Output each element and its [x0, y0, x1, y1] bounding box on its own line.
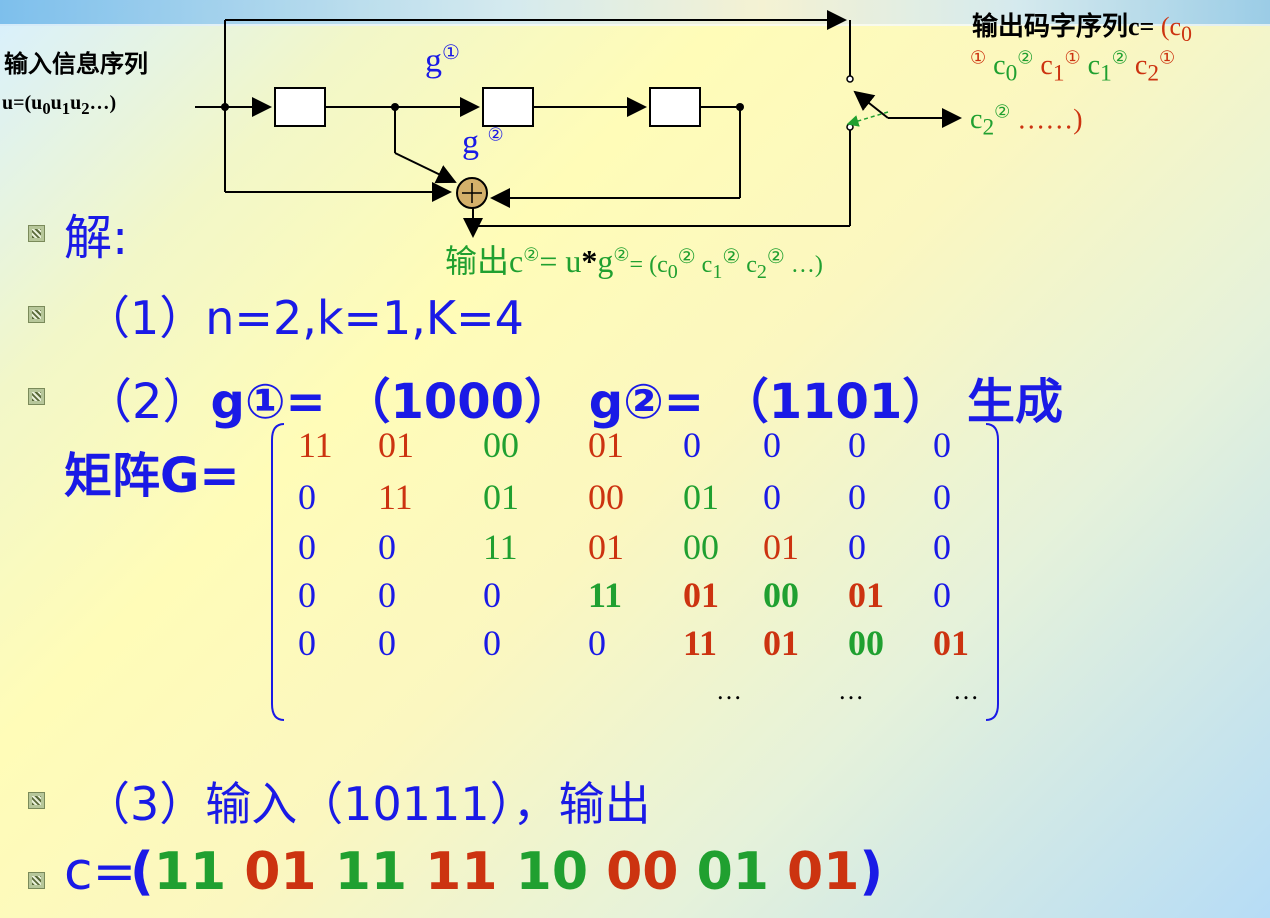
matrix-g-label: 矩阵G=: [64, 448, 240, 504]
matrix-cell: 01: [683, 575, 719, 615]
matrix-cell: 00: [763, 575, 799, 615]
matrix-cell: 0: [588, 623, 606, 663]
codeword-pair: 11: [425, 842, 516, 902]
shift-register-3: [649, 87, 701, 127]
matrix-cell: 0: [763, 477, 781, 517]
part-2-text: （2）g①= （1000） g②= （1101） 生成: [84, 362, 1063, 432]
matrix-cell: 11: [298, 425, 333, 465]
matrix-cell: 01: [933, 623, 969, 663]
solution-label: 解:: [64, 210, 129, 266]
bullet-icon: [28, 225, 45, 242]
matrix-cell: 0: [763, 425, 781, 465]
matrix-cell: 0: [683, 425, 701, 465]
codeword-pair: 01: [787, 842, 860, 902]
matrix-cell: 0: [848, 425, 866, 465]
codeword-close-paren: ): [859, 842, 884, 902]
codeword-pair: 11: [153, 842, 245, 902]
bullet-icon: [28, 306, 45, 323]
matrix-cell: 11: [683, 623, 718, 663]
codeword-pair: 00: [606, 842, 697, 902]
bullet-icon: [28, 792, 45, 809]
matrix-cell: 0: [298, 477, 316, 517]
matrix-cell: 01: [588, 527, 624, 567]
matrix-cell: 0: [933, 575, 951, 615]
matrix-cell: 0: [378, 575, 396, 615]
codeword-pair: 10: [515, 842, 607, 902]
g1-label: g①: [425, 42, 460, 80]
matrix-cell: 01: [763, 527, 799, 567]
shift-register-1: [274, 87, 326, 127]
matrix-cell: 00: [588, 477, 624, 517]
output-codeword-label: 输出码字序列c= (c0: [972, 12, 1192, 47]
matrix-cell: 0: [933, 477, 951, 517]
matrix-cell: 0: [933, 425, 951, 465]
matrix-cell: 0: [848, 477, 866, 517]
matrix-cell: 11: [483, 527, 518, 567]
part-2-generators: g①= （1000） g②= （1101） 生成: [210, 374, 1064, 430]
input-label: 输入信息序列: [4, 52, 148, 78]
matrix-cell: 0: [298, 623, 316, 663]
g2-label: g ②: [462, 124, 504, 161]
matrix-cell: 0: [298, 527, 316, 567]
part-2-prefix: （2）: [84, 374, 211, 430]
title-band: [0, 0, 1270, 26]
matrix-cell: 0: [848, 527, 866, 567]
output-c2-formula: 输出c②= u*g②= (c0② c1② c2② …): [445, 243, 823, 283]
matrix-cell: 0: [378, 527, 396, 567]
part-1-text: （1）n=2,k=1,K=4: [84, 291, 524, 345]
matrix-cell: 01: [483, 477, 519, 517]
codeword-prefix: c=: [64, 842, 137, 902]
matrix-cell: 01: [848, 575, 884, 615]
bullet-icon: [28, 388, 45, 405]
codeword-sequence: (11 01 11 11 10 00 01 01): [130, 842, 883, 902]
matrix-cell: 01: [378, 425, 414, 465]
part-3-text: （3）输入（10111），输出: [84, 777, 651, 831]
matrix-brackets: [271, 423, 999, 721]
matrix-cell: 11: [588, 575, 623, 615]
matrix-cell: 00: [848, 623, 884, 663]
matrix-cell: 01: [588, 425, 624, 465]
matrix-cell: 0: [483, 575, 501, 615]
commutator-switch: [853, 90, 889, 119]
codeword-pair: 01: [696, 842, 788, 902]
codeword-pair: 11: [334, 842, 426, 902]
matrix-cell: 11: [378, 477, 413, 517]
matrix-cell: 00: [683, 527, 719, 567]
matrix-ellipsis: …: [716, 676, 742, 705]
codeword-pair: 01: [244, 842, 335, 902]
bullet-icon: [28, 872, 45, 889]
codeword-open-paren: (: [130, 842, 154, 902]
matrix-cell: 01: [683, 477, 719, 517]
output-codeword-line3: c2② ……): [970, 102, 1083, 141]
matrix-cell: 00: [483, 425, 519, 465]
matrix-cell: 01: [763, 623, 799, 663]
shift-register-2: [482, 87, 534, 127]
output-label-text: 输出码字序列: [972, 12, 1129, 41]
output-codeword-line2: ① c0② c1① c1② c2①: [970, 48, 1176, 87]
matrix-cell: 0: [933, 527, 951, 567]
matrix-ellipsis: …: [838, 676, 864, 705]
encoder-diagram: [195, 10, 962, 238]
input-sequence: u=(u0u1u2…): [2, 92, 117, 118]
matrix-cell: 0: [483, 623, 501, 663]
matrix-cell: 0: [298, 575, 316, 615]
matrix-ellipsis: …: [953, 676, 979, 705]
matrix-cell: 0: [378, 623, 396, 663]
